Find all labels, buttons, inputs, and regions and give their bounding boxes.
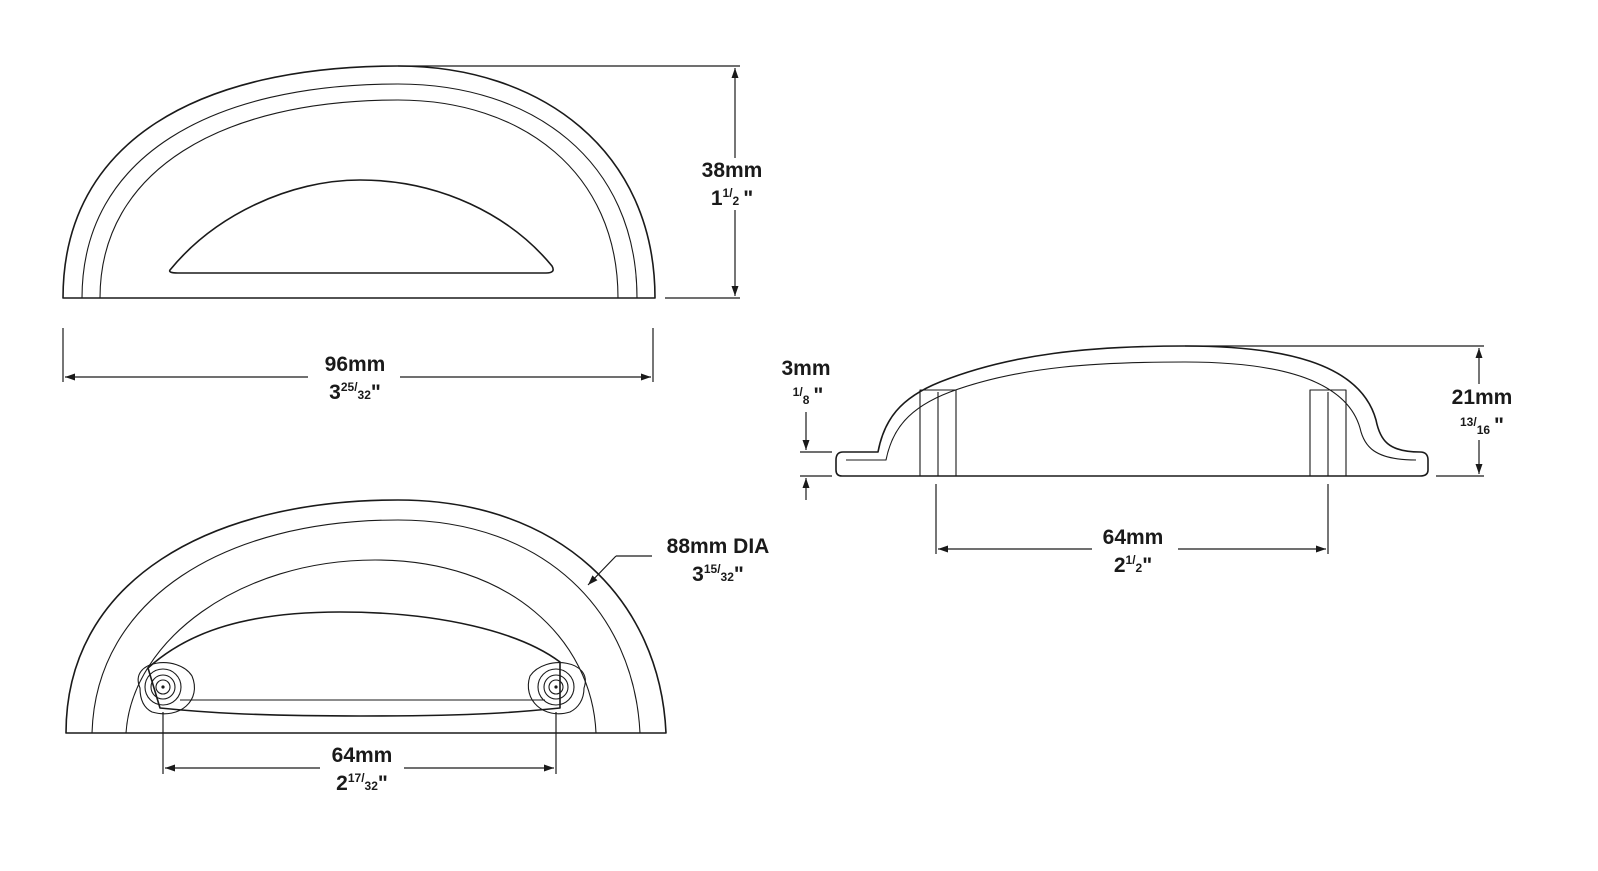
label-side-spacing-metric: 64mm [1103, 526, 1164, 549]
label-back-diameter-imperial: 315/32" [692, 562, 744, 586]
dimension-back-diameter [587, 555, 652, 586]
label-back-spacing-metric: 64mm [332, 744, 393, 767]
label-top-width-metric: 96mm [325, 353, 386, 376]
dimension-back-spacing [162, 712, 557, 774]
screw-boss-right [527, 662, 586, 715]
dimension-side-spacing [935, 484, 1329, 554]
screw-boss-left [137, 662, 195, 715]
label-side-lip-metric: 3mm [781, 357, 830, 380]
back-view-cup-pull [65, 499, 667, 734]
dimension-top-width [62, 328, 654, 382]
front-view-cup-pull [62, 65, 656, 299]
label-back-spacing-imperial: 217/32" [336, 771, 388, 795]
side-view-cup-pull [835, 345, 1429, 477]
dimension-side-lip [800, 412, 832, 500]
label-top-width-imperial: 325/32" [329, 380, 381, 404]
dimension-top-height [398, 65, 740, 299]
dimension-side-height [1185, 345, 1484, 477]
label-side-lip-imperial: 1/8" [793, 384, 824, 407]
label-top-height-metric: 38mm [702, 159, 763, 182]
label-side-spacing-imperial: 21/2" [1114, 553, 1152, 577]
label-back-diameter-metric: 88mm DIA [667, 535, 770, 558]
label-side-height-imperial: 13/16" [1460, 414, 1504, 437]
label-side-height-metric: 21mm [1452, 386, 1513, 409]
label-top-height-imperial: 11/2" [711, 186, 753, 210]
